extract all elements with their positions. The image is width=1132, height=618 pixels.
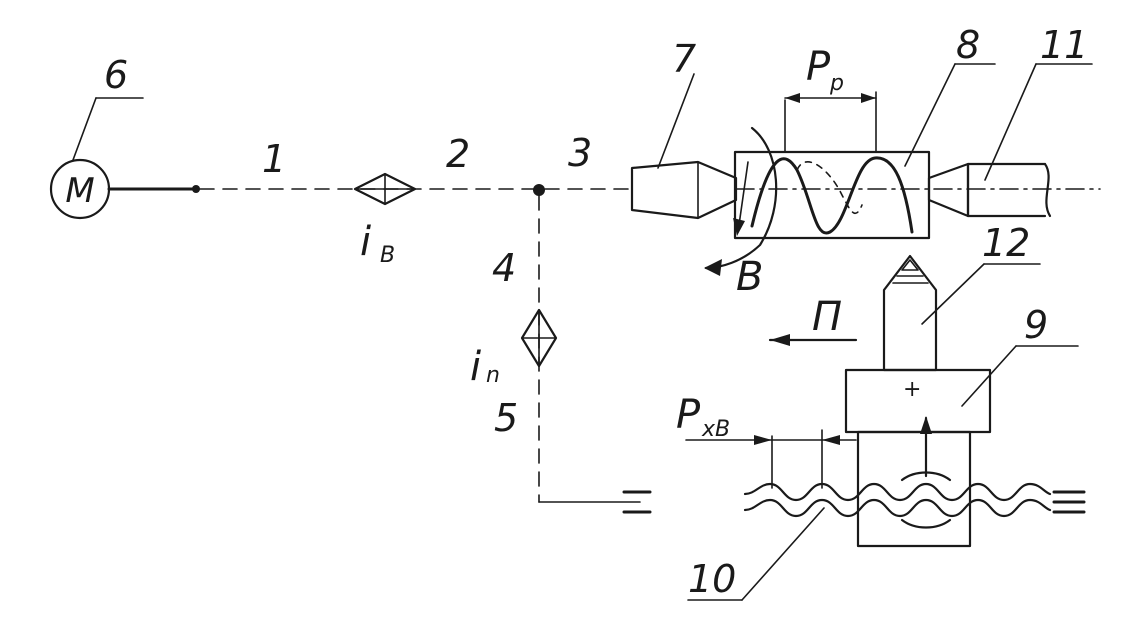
iv-symbol: i bbox=[360, 219, 371, 265]
label-9: 9 bbox=[1024, 303, 1048, 347]
leader-11 bbox=[984, 63, 1037, 181]
rotation-arrowhead bbox=[704, 259, 722, 276]
pxv-arrow-left bbox=[754, 435, 772, 445]
leader-7 bbox=[657, 73, 695, 169]
motor-symbol: M bbox=[65, 171, 94, 211]
feed-label: П bbox=[812, 294, 842, 340]
label-8: 8 bbox=[956, 23, 980, 67]
leader-6 bbox=[72, 97, 97, 161]
apron bbox=[856, 430, 972, 548]
rotation-arrow bbox=[704, 126, 778, 270]
motor: M bbox=[49, 158, 111, 220]
workpiece bbox=[733, 150, 931, 240]
rotation-label: B bbox=[736, 254, 763, 300]
feed-arrowhead bbox=[770, 334, 790, 346]
label-4: 4 bbox=[492, 246, 516, 290]
branch-joint bbox=[533, 184, 545, 196]
pp-arrow-right bbox=[861, 93, 876, 103]
leader-8 bbox=[904, 63, 956, 167]
leader-12 bbox=[921, 263, 985, 325]
label-12: 12 bbox=[982, 221, 1030, 265]
cutting-tool bbox=[882, 254, 938, 372]
pxv-subscript: xB bbox=[701, 417, 730, 442]
motor-shaft-joint bbox=[192, 185, 200, 193]
pxv-arrow-right bbox=[822, 435, 840, 445]
screw-end-mark-left bbox=[622, 490, 652, 514]
pp-arrow-left bbox=[785, 93, 800, 103]
leader-9 bbox=[961, 345, 1017, 407]
in-gear-ratio-symbol bbox=[520, 308, 558, 368]
label-7: 7 bbox=[672, 37, 696, 81]
label-1: 1 bbox=[262, 137, 286, 181]
rotation-inner-arrowhead bbox=[733, 218, 745, 236]
apron-arrowhead bbox=[920, 416, 932, 434]
nut-arc-bottom bbox=[900, 518, 952, 529]
pp-subscript: p bbox=[829, 71, 844, 96]
pp-symbol: P bbox=[806, 44, 831, 90]
screw-end-mark-right bbox=[1052, 490, 1086, 514]
nut-arc-top bbox=[900, 471, 952, 482]
headstock-center bbox=[630, 160, 738, 220]
label-3: 3 bbox=[568, 131, 592, 175]
label-10: 10 bbox=[688, 557, 736, 601]
label-5: 5 bbox=[494, 396, 518, 440]
pxv-symbol: P bbox=[676, 392, 701, 438]
iv-gear-ratio-symbol bbox=[353, 172, 417, 206]
tailstock-center bbox=[927, 162, 1052, 218]
label-6: 6 bbox=[104, 53, 128, 97]
lead-screw-bottom bbox=[743, 498, 1052, 518]
iv-subscript: B bbox=[380, 243, 395, 268]
in-symbol: i bbox=[470, 344, 481, 390]
label-2: 2 bbox=[446, 132, 470, 176]
label-11: 11 bbox=[1040, 23, 1088, 67]
carriage-plus: + bbox=[903, 377, 921, 402]
lead-screw-top bbox=[743, 482, 1052, 502]
in-subscript: n bbox=[486, 363, 500, 388]
leader-10 bbox=[741, 507, 825, 601]
